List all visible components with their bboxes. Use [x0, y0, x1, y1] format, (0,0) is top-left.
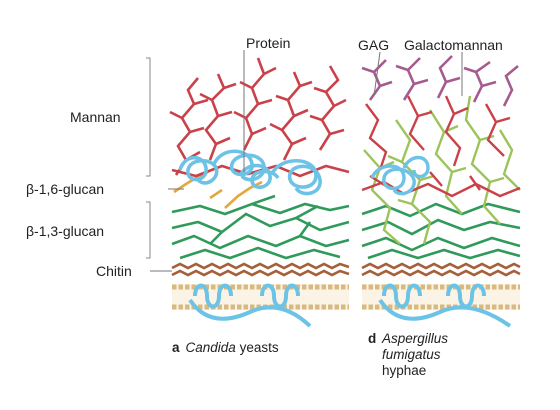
panel-a-rest: yeasts: [236, 340, 279, 355]
gag-chain: [361, 59, 393, 101]
mannan-chain: [484, 103, 511, 157]
panel-a-species: Candida: [186, 340, 237, 355]
glucan-strand: [361, 202, 521, 218]
protein-coil: [402, 155, 430, 179]
mannan-chain: [444, 95, 469, 167]
mannan-d: [361, 95, 521, 198]
beta16-glucan-a: [173, 170, 263, 209]
membrane-protein-loops-d: [378, 298, 512, 328]
panel-d-species: fumigatus: [382, 347, 441, 362]
panel-d-form: hyphae: [382, 363, 426, 378]
protein-coil: [212, 149, 266, 182]
chitin-strand: [171, 269, 350, 277]
panel-a-candida: [169, 50, 350, 328]
gag-label: GAG: [358, 37, 389, 53]
gm-chain: [498, 129, 521, 191]
gag-chain: [463, 60, 497, 103]
glucan-strand: [367, 248, 521, 260]
beta16-glucan-label: β-1,6-glucan: [26, 181, 104, 197]
wall-proteins-a: [178, 149, 322, 196]
glucan-strand: [171, 234, 350, 250]
wall-proteins-d: [370, 155, 430, 196]
gm-chain: [464, 95, 501, 225]
glucan-strand: [171, 212, 350, 234]
gm-chain: [428, 109, 463, 215]
mannan-chain: [199, 82, 237, 146]
protein-coil: [238, 163, 280, 189]
beta13-glucan-label: β-1,3-glucan: [26, 223, 104, 239]
b16-strand: [209, 188, 223, 200]
beta13-glucan-a: [171, 194, 350, 260]
chitin-a: [171, 262, 350, 277]
gag-d: [361, 55, 519, 107]
layer-annotations: Mannan β-1,6-glucan β-1,3-glucan Chitin: [26, 57, 184, 279]
protein-label: Protein: [246, 35, 290, 51]
glucan-strand: [361, 218, 521, 236]
chitin-d: [361, 262, 521, 277]
glucan-strand: [179, 246, 341, 260]
panel-d-genus: Aspergillus: [381, 331, 448, 346]
mannan-chain: [269, 80, 313, 146]
chitin-strand: [171, 262, 350, 270]
membrane-a: [172, 283, 349, 328]
gm-chain: [363, 149, 401, 245]
beta13-glucan-d: [361, 202, 521, 260]
protein-coil: [370, 164, 416, 196]
glucan-strand: [171, 202, 350, 216]
top-labels: Protein GAG Galactomannan: [246, 35, 503, 53]
gag-chain: [395, 57, 429, 101]
mannan-chain: [318, 65, 340, 151]
gag-pointer: [373, 51, 381, 97]
glucan-branch: [209, 194, 319, 245]
mannan-chain: [233, 66, 277, 136]
mannan-chain: [309, 86, 347, 136]
membrane-protein-loops-a: [188, 298, 312, 328]
mannan-chain: [361, 180, 521, 198]
membrane-d: [362, 283, 520, 328]
chitin-strand: [361, 269, 521, 277]
panel-a-caption: a Candida yeasts: [172, 340, 279, 355]
mannan-chain: [406, 95, 433, 151]
chitin-label: Chitin: [96, 263, 132, 279]
protein-coil: [178, 155, 219, 185]
mannan-label: Mannan: [70, 109, 121, 125]
gag-chain: [502, 65, 519, 107]
panel-a-letter: a: [172, 340, 180, 355]
chitin-strand: [361, 262, 521, 270]
protein-coil: [270, 159, 322, 196]
glucan-strand: [361, 236, 521, 252]
beta13-bracket: [146, 201, 151, 259]
mannan-bracket: [146, 57, 151, 177]
mannan-chain: [174, 77, 199, 176]
mannan-chain: [204, 73, 226, 161]
panel-d-aspergillus: [361, 51, 521, 328]
gag-chain: [436, 55, 461, 99]
mannan-chain: [365, 103, 388, 171]
galactomannan-label: Galactomannan: [404, 37, 503, 53]
panel-d-letter: d: [368, 331, 376, 346]
